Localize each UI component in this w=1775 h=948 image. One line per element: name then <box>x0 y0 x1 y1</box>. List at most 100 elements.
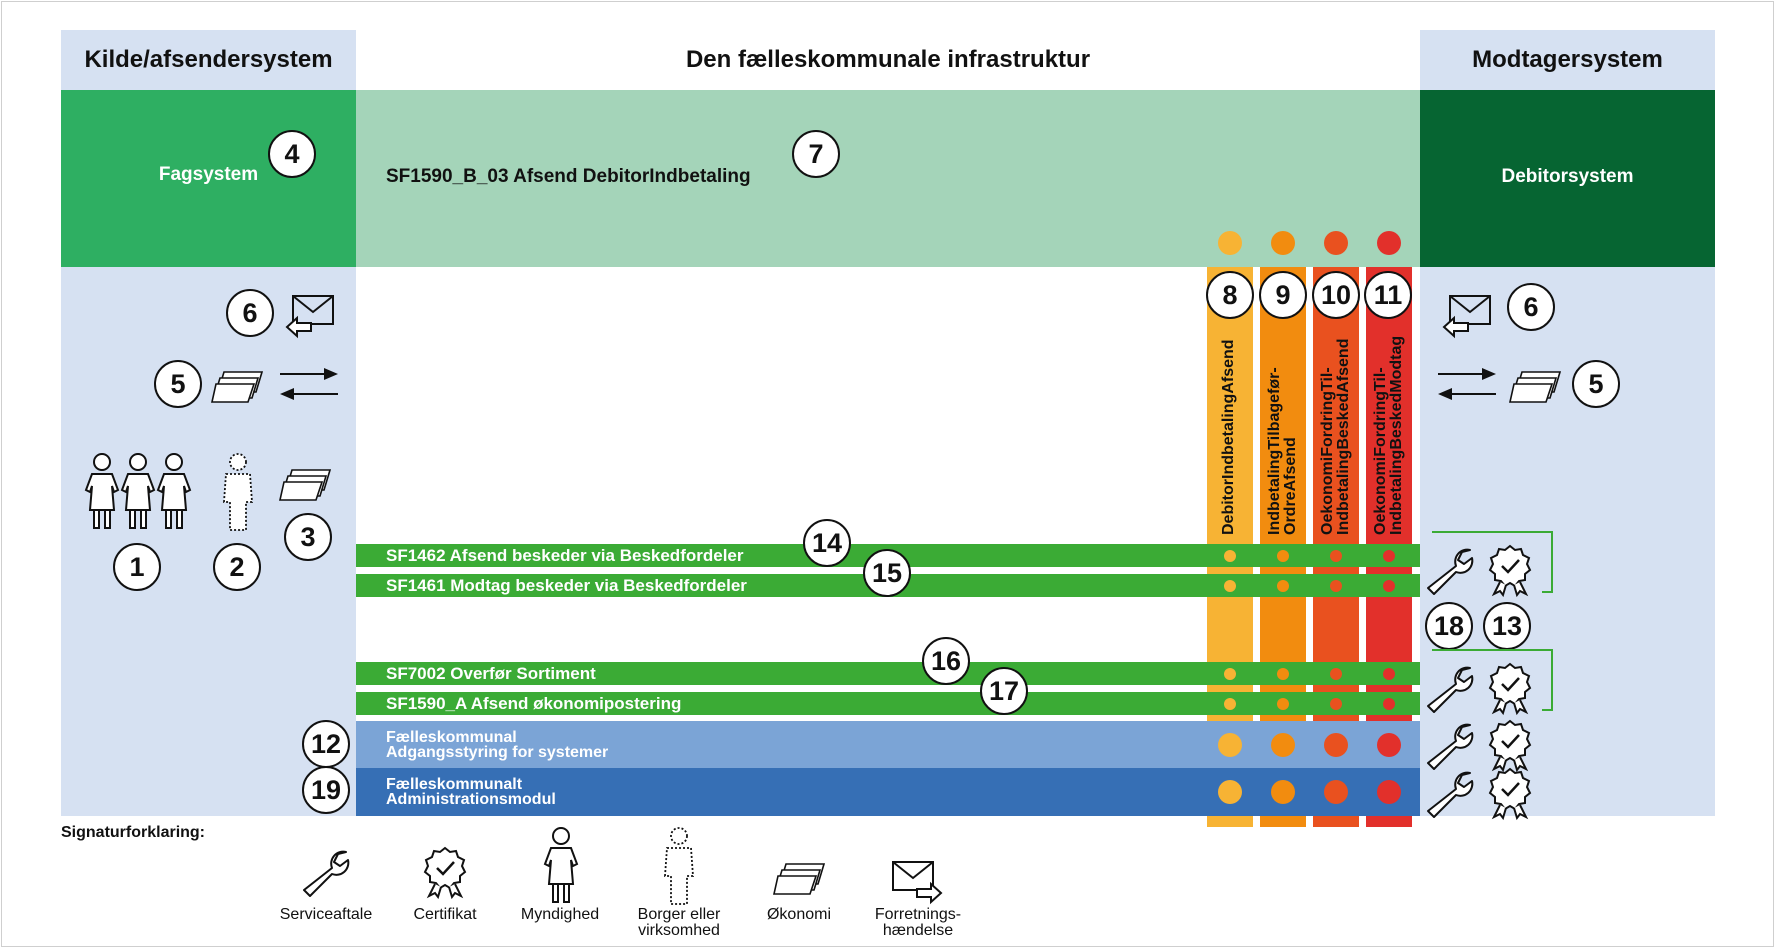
row-dot <box>1218 733 1242 757</box>
lane-dot <box>1224 550 1236 562</box>
column-label-3: OekonomiFordringTil- IndbetalingBeskedAf… <box>1319 338 1352 535</box>
citizen-person-icon <box>223 453 253 531</box>
row-administrationsmodul-label: Fælleskommunalt Administrationsmodul <box>386 776 556 808</box>
wrench-icon <box>1427 771 1474 818</box>
number-19: 19 <box>302 766 350 814</box>
lane-dot <box>1330 550 1342 562</box>
column-label-1: DebitorIndbetalingAfsend <box>1220 339 1237 535</box>
number-2: 2 <box>213 543 261 591</box>
money-icon <box>279 469 332 501</box>
number-16: 16 <box>922 637 970 685</box>
number-7: 7 <box>792 130 840 178</box>
wrench-icon <box>1427 548 1474 595</box>
row-administrationsmodul-line2: Administrationsmodul <box>386 791 556 808</box>
column-label-2: IndbetalingTilbagefør- OrdreAfsend <box>1266 367 1299 535</box>
legend-label-oekonomi: Økonomi <box>766 906 832 923</box>
row-administrationsmodul-line1: Fælleskommunalt <box>386 776 523 793</box>
business-event-icon <box>892 861 943 905</box>
number-9: 9 <box>1259 271 1307 319</box>
row-dot <box>1324 733 1348 757</box>
lane-dot <box>1383 668 1395 680</box>
lane-dot <box>1330 668 1342 680</box>
number-10: 10 <box>1312 271 1360 319</box>
lane-dot <box>1224 698 1236 710</box>
lane-dot <box>1330 698 1342 710</box>
exchange-arrows-icon <box>1438 368 1496 400</box>
number-6-left: 6 <box>226 289 274 337</box>
lane-dot <box>1383 698 1395 710</box>
authority-person-icon <box>543 827 579 903</box>
column-dot-2 <box>1271 231 1295 255</box>
authority-group-icon <box>84 453 192 529</box>
certificate-icon <box>1488 719 1532 773</box>
certificate-icon <box>423 846 467 900</box>
source-system-box: Fagsystem <box>61 90 356 267</box>
number-6-right: 6 <box>1507 283 1555 331</box>
number-18: 18 <box>1425 602 1473 650</box>
header-source: Kilde/afsendersystem <box>61 30 356 90</box>
certificate-icon <box>1488 662 1532 716</box>
lane-dot <box>1277 668 1289 680</box>
number-4: 4 <box>268 130 316 178</box>
legend-label-borger: Borger eller virksomhed <box>637 906 721 939</box>
lane-sf1590a-label: SF1590_A Afsend økonomipostering <box>386 693 682 713</box>
row-adgangsstyring: Fælleskommunal Adgangsstyring for system… <box>356 721 1420 768</box>
business-event-icon <box>1442 295 1491 339</box>
receiver-system-box: Debitorsystem <box>1420 90 1715 267</box>
citizen-person-icon <box>664 827 694 905</box>
certificate-icon <box>1488 767 1532 821</box>
row-adgangsstyring-label: Fælleskommunal Adgangsstyring for system… <box>386 730 609 761</box>
receiver-system-label: Debitorsystem <box>1501 166 1634 187</box>
number-11: 11 <box>1364 271 1412 319</box>
row-dot <box>1218 780 1242 804</box>
row-dot <box>1377 733 1401 757</box>
column-label-4: OekonomiFordringTil- IndbetalingBeskedMo… <box>1372 335 1405 535</box>
infrastructure-service-box: SF1590_B_03 Afsend DebitorIndbetaling <box>356 90 1420 267</box>
number-3: 3 <box>284 513 332 561</box>
number-5-right: 5 <box>1572 360 1620 408</box>
exchange-arrows-icon <box>280 368 338 400</box>
wrench-icon <box>303 850 350 897</box>
row-dot <box>1271 780 1295 804</box>
lane-sf7002-label: SF7002 Overfør Sortiment <box>386 663 596 683</box>
number-12: 12 <box>302 720 350 768</box>
wrench-icon <box>1427 723 1474 770</box>
row-adgangsstyring-line2: Adgangsstyring for systemer <box>386 744 609 761</box>
lane-sf7002: SF7002 Overfør Sortiment <box>356 662 1420 685</box>
business-event-icon <box>285 295 334 339</box>
lane-sf1590a: SF1590_A Afsend økonomipostering <box>356 692 1420 715</box>
legend-title: Signaturforklaring: <box>61 824 206 841</box>
number-13: 13 <box>1483 602 1531 650</box>
row-dot <box>1377 780 1401 804</box>
legend-label-forretningshaendelse: Forretnings- hændelse <box>874 906 962 939</box>
legend-label-certifikat: Certifikat <box>413 906 477 923</box>
header-infrastructure: Den fælleskommunale infrastruktur <box>685 46 1091 73</box>
number-14: 14 <box>803 519 851 567</box>
lane-dot <box>1383 550 1395 562</box>
legend-label-serviceaftale: Serviceaftale <box>279 906 373 923</box>
lane-sf1461-label: SF1461 Modtag beskeder via Beskedfordele… <box>386 575 747 595</box>
money-icon <box>773 863 826 895</box>
number-15: 15 <box>863 549 911 597</box>
lane-sf1462-label: SF1462 Afsend beskeder via Beskedfordele… <box>386 545 744 565</box>
lane-dot <box>1277 698 1289 710</box>
column-dot-4 <box>1377 231 1401 255</box>
number-1: 1 <box>113 543 161 591</box>
column-dot-3 <box>1324 231 1348 255</box>
wrench-icon <box>1427 666 1474 713</box>
number-5-left: 5 <box>154 360 202 408</box>
number-17: 17 <box>980 667 1028 715</box>
lane-dot <box>1277 550 1289 562</box>
lane-dot <box>1383 580 1395 592</box>
lane-dot <box>1224 668 1236 680</box>
money-icon <box>211 371 264 403</box>
service-brackets <box>1432 531 1553 711</box>
row-dot <box>1324 780 1348 804</box>
lane-dot <box>1277 580 1289 592</box>
lane-dot <box>1330 580 1342 592</box>
certificate-icon <box>1488 544 1532 598</box>
lane-dot <box>1224 580 1236 592</box>
row-dot <box>1271 733 1295 757</box>
row-administrationsmodul: Fælleskommunalt Administrationsmodul <box>356 768 1420 816</box>
